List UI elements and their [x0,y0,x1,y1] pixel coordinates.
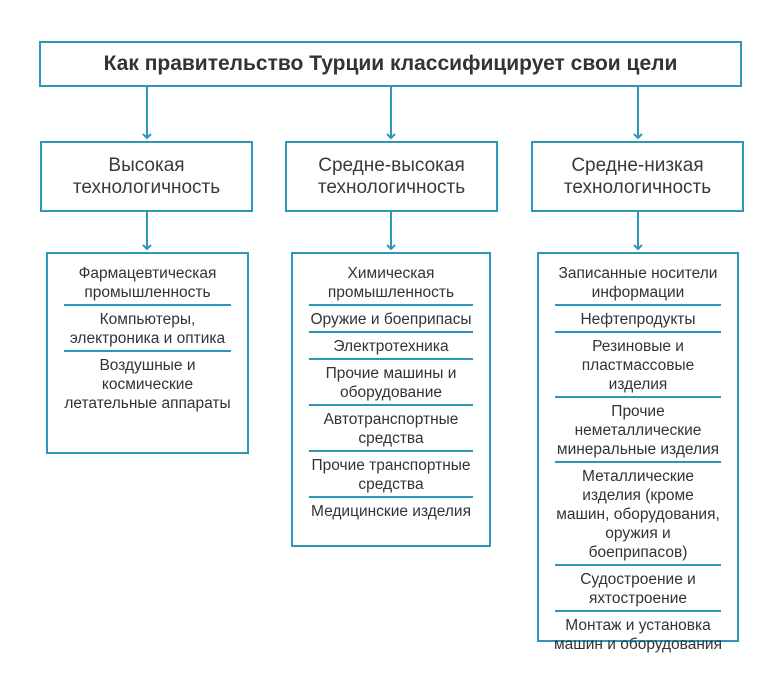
list-high-tech: Фармацевтическая промышленность Компьюте… [46,252,249,454]
list-item: Фармацевтическая промышленность [64,264,231,306]
list-item: Химическая промышленность [309,264,473,306]
list-item: Автотранспортные средства [309,410,473,452]
list-item: Судостроение и яхтостроение [555,570,721,612]
list-item: Прочие машины и оборудование [309,364,473,406]
category-medium-high-tech: Средне-высокая технологичность [285,141,498,212]
list-item: Резиновые и пластмассовые изделия [555,337,721,398]
list-item: Медицинские изделия [311,503,471,520]
list-item: Электротехника [309,337,473,360]
list-medium-high-tech: Химическая промышленность Оружие и боепр… [291,252,491,547]
list-item: Нефтепродукты [555,310,721,333]
diagram-title: Как правительство Турции классифицирует … [39,41,742,87]
list-item: Компьютеры, электроника и оптика [64,310,231,352]
list-medium-low-tech: Записанные носители информации Нефтепрод… [537,252,739,653]
category-medium-low-tech: Средне-низкая технологичность [531,141,744,212]
list-item: Воздушные и космические летательные аппа… [64,357,231,412]
list-item: Металлические изделия (кроме машин, обор… [555,467,721,566]
list-item: Оружие и боеприпасы [309,310,473,333]
list-item: Прочие транспортные средства [309,456,473,498]
list-item: Прочие неметаллические минеральные издел… [555,402,721,463]
category-high-tech: Высокая технологичность [40,141,253,212]
list-item: Монтаж и установка машин и оборудования [554,617,722,653]
list-item: Записанные носители информации [555,264,721,306]
